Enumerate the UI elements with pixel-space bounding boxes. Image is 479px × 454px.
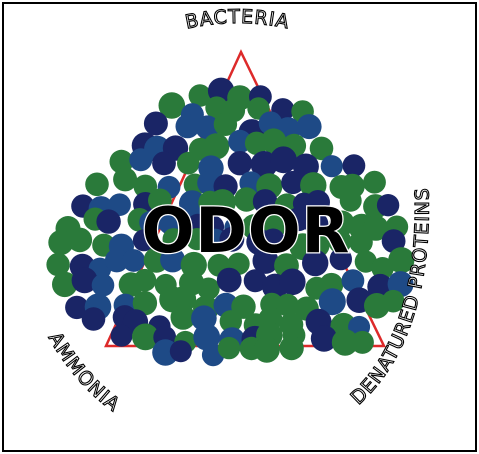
particle [321, 155, 343, 177]
particle [92, 274, 115, 297]
particle [279, 269, 306, 296]
particle [82, 307, 106, 331]
particle [111, 325, 133, 347]
particle [218, 337, 240, 359]
particle [144, 112, 168, 136]
particle [203, 133, 229, 159]
particle [377, 194, 399, 216]
particle [170, 340, 192, 362]
particle [349, 230, 373, 254]
particle [177, 152, 200, 175]
center-word-odor: ODOR [142, 194, 351, 267]
particle [270, 146, 297, 173]
particle [343, 154, 366, 177]
particle [297, 114, 322, 139]
particle [363, 171, 386, 194]
particle [68, 228, 93, 253]
particle [254, 337, 280, 363]
particle [351, 331, 374, 354]
particle [113, 167, 137, 191]
particle [85, 173, 109, 197]
particle [129, 148, 152, 171]
particle [279, 336, 303, 360]
particle [134, 269, 157, 292]
particle [217, 268, 242, 293]
particle [96, 209, 120, 233]
particle [152, 152, 176, 176]
